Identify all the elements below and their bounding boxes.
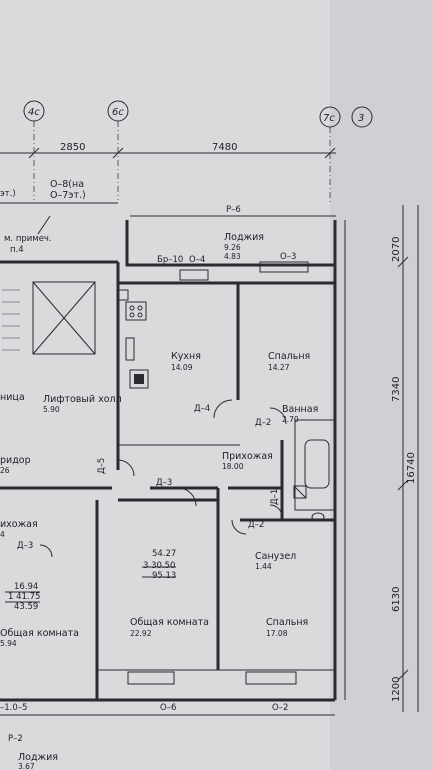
room-hall-left-name: ихожая <box>0 519 38 530</box>
room-bedroom-top-name: Спальня <box>268 351 310 362</box>
tag-d3-mid: Д–3 <box>156 478 172 488</box>
room-loggia-top-area2: 4.83 <box>224 252 241 261</box>
room-living-area: 22.92 <box>130 629 152 638</box>
room-corridor-area: 26 <box>0 466 10 475</box>
note-o8-line1: О–8(на <box>50 179 84 190</box>
room-living-name: Общая комната <box>130 617 209 628</box>
room-bedroom-bottom-area: 17.08 <box>266 629 288 638</box>
room-loggia-top-name: Лоджия <box>224 232 264 243</box>
apartment-left-living: 1 41.75 <box>8 592 40 602</box>
room-kitchen-name: Кухня <box>171 351 201 362</box>
tag-br10: Бр–10 <box>157 255 183 265</box>
tag-o2: О–2 <box>272 703 288 713</box>
room-bath-name: Ванная <box>282 404 318 415</box>
room-living-left-area: 5.94 <box>0 639 17 648</box>
room-hall-name: Прихожая <box>222 451 273 462</box>
room-labels: Лоджия 9.26 4.83 Кухня 14.09 Спальня 14.… <box>0 232 318 770</box>
right-dimension: 2070 7340 16740 6130 1200 <box>391 205 419 712</box>
apartment-living: 3 30.50 <box>143 561 175 571</box>
tag-o6: О–6 <box>160 703 176 713</box>
room-bath-area: 2.70 <box>282 415 299 424</box>
note-o8-line2: О–7эт.) <box>50 190 86 201</box>
axis-3-label: 3 <box>358 113 364 124</box>
tag-d1: Д–1 <box>270 489 280 505</box>
room-stair-name: ница <box>0 392 25 403</box>
note-primech: м. примеч. <box>4 234 52 244</box>
apartment-left-summary: 16.94 1 41.75 43.59 <box>5 582 40 612</box>
walls <box>0 220 337 716</box>
tag-o3: О–3 <box>280 252 296 262</box>
room-bedroom-top-area: 14.27 <box>268 363 290 372</box>
note-p4: п.4 <box>10 245 24 255</box>
room-loggia-bottom-name: Лоджия <box>18 752 58 763</box>
dim-7480: 7480 <box>212 142 237 153</box>
top-dimension: 2850 7480 <box>0 142 336 159</box>
room-kitchen-area: 14.09 <box>171 363 193 372</box>
tag-d2-top: Д–2 <box>255 418 271 428</box>
tag-d5: Д–5 <box>97 458 107 474</box>
stairs <box>2 289 20 351</box>
apartment-summary: 54.27 3 30.50 95.13 <box>142 549 176 581</box>
apartment-left-total: 16.94 <box>14 582 38 592</box>
dim-16740: 16740 <box>406 452 417 484</box>
axis-7-label: 7с <box>323 113 335 124</box>
note-etc: эт.) <box>0 189 16 199</box>
room-toilet-name: Санузел <box>255 551 296 562</box>
tag-d3-left: Д–3 <box>17 541 33 551</box>
room-loggia-top-area1: 9.26 <box>224 243 241 252</box>
room-bedroom-bottom-name: Спальня <box>266 617 308 628</box>
room-hall-area: 18.00 <box>222 462 244 471</box>
kitchen-fixtures <box>117 289 149 389</box>
axis-4-label: 4с <box>28 107 40 118</box>
axis-6-label: 6с <box>112 107 124 118</box>
tag-o4: О–4 <box>189 255 205 265</box>
tag-o5: –1.0–5 <box>0 703 27 713</box>
tag-r6: Р–6 <box>226 205 241 215</box>
room-living-left-name: Общая комната <box>0 628 79 639</box>
room-toilet-area: 1.44 <box>255 562 272 571</box>
apartment-gross: 95.13 <box>152 571 176 581</box>
room-hall-left-area: 4 <box>0 530 5 539</box>
tag-r2: Р–2 <box>8 734 23 744</box>
apartment-total: 54.27 <box>152 549 176 559</box>
room-corridor-name: ридор <box>0 455 31 466</box>
room-loggia-bottom-area: 3.67 <box>18 762 35 770</box>
axis-markers: 4с 6с 7с 3 <box>23 100 373 128</box>
dim-2070: 2070 <box>391 237 402 262</box>
dim-1200: 1200 <box>391 677 402 702</box>
dim-2850: 2850 <box>60 142 85 153</box>
element-tags: Бр–10 О–4 О–3 Д–4 Д–2 Д–5 Д–3 Д–3 Д–1 Д–… <box>0 252 296 744</box>
dim-6130: 6130 <box>391 587 402 612</box>
windows <box>127 261 309 685</box>
room-lift-hall-name: Лифтовый холл <box>43 394 122 405</box>
tag-d2-bottom: Д–2 <box>248 520 264 530</box>
tag-d4: Д–4 <box>194 404 210 414</box>
room-lift-hall-area: 5.90 <box>43 405 60 414</box>
doors <box>39 399 287 558</box>
dim-7340: 7340 <box>391 377 402 402</box>
apartment-left-gross: 43.59 <box>14 602 38 612</box>
